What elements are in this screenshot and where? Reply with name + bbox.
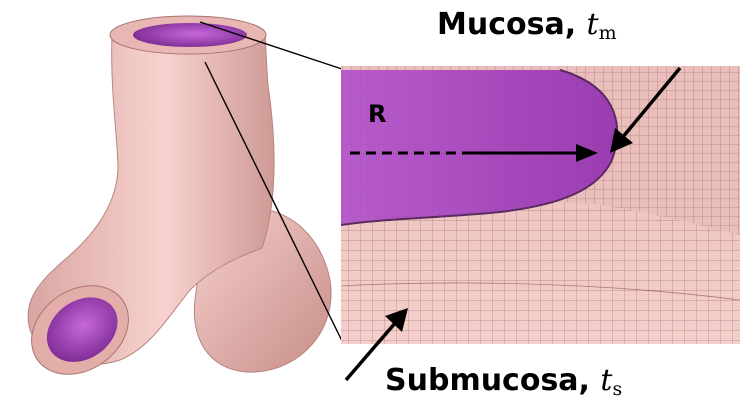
bifurcation-model: [14, 16, 331, 393]
mucosa-label: Mucosa, tm: [437, 10, 617, 43]
top-lumen: [133, 23, 247, 47]
radius-label: R: [368, 102, 386, 126]
mesh-detail: [341, 66, 740, 344]
submucosa-label: Submucosa, ts: [385, 366, 622, 399]
